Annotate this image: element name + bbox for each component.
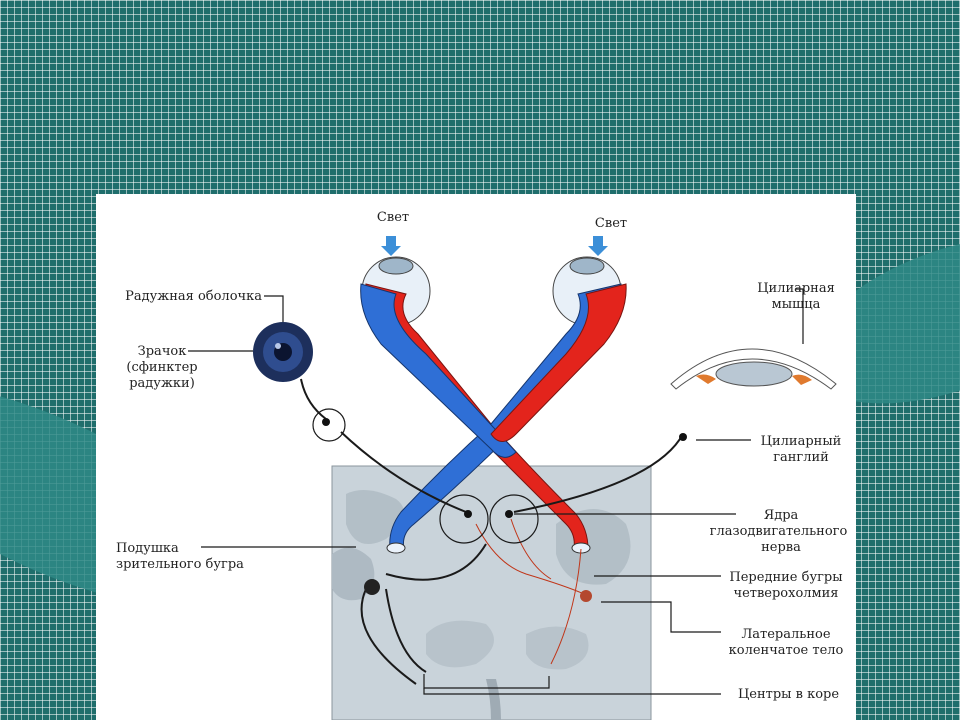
ciliary-ganglion-label-line-1: Цилиарный — [760, 434, 842, 449]
leader-lines — [188, 288, 804, 695]
nuclei-label-line-3: нерва — [761, 540, 801, 555]
colliculi-label-line-1: Передние бугры — [729, 570, 843, 585]
red-pathway-lines — [475, 518, 585, 665]
colliculi-label-line-2: четверохолмия — [733, 586, 839, 601]
pulvinar-label-line-1: Подушка — [116, 541, 179, 556]
ciliary-lens-icon — [670, 348, 837, 390]
reflex-pathway-lines — [300, 378, 684, 685]
pupil-label-line-1: Зрачок — [137, 344, 187, 359]
ciliary-muscle-label-line-1: Цилиарная — [757, 281, 835, 296]
neuron-dots — [322, 418, 687, 602]
nucleus-circles — [312, 408, 539, 544]
ciliary-ganglion-label-line-2: ганглий — [773, 450, 829, 465]
cortex-label: Центры в коре — [737, 687, 840, 702]
optic-pathways — [360, 283, 627, 554]
iris-label: Радужная оболочка — [125, 289, 262, 304]
light-label-right: Свет — [594, 216, 628, 231]
pupillary-reflex-diagram — [188, 236, 837, 720]
pupil-label-line-3: радужки) — [129, 376, 195, 391]
diagram-panel: Свет Свет Радужная оболочка Зрачок (сфин… — [96, 194, 856, 720]
light-arrow-left-icon — [381, 236, 401, 256]
iris-icon — [253, 322, 313, 382]
lgb-label-line-1: Латеральное — [741, 627, 831, 642]
pupil-label-line-2: (сфинктер — [126, 360, 198, 375]
light-label-left: Свет — [376, 210, 410, 225]
ciliary-muscle-label-line-2: мышца — [771, 297, 821, 312]
nuclei-label-line-2: глазодвигательного — [709, 524, 848, 539]
lgb-label-line-2: коленчатое тело — [728, 643, 844, 658]
brainstem-section — [331, 465, 652, 720]
pulvinar-label-line-2: зрительного бугра — [116, 557, 244, 572]
light-arrow-right-icon — [588, 236, 608, 256]
nuclei-label-line-1: Ядра — [763, 508, 799, 523]
